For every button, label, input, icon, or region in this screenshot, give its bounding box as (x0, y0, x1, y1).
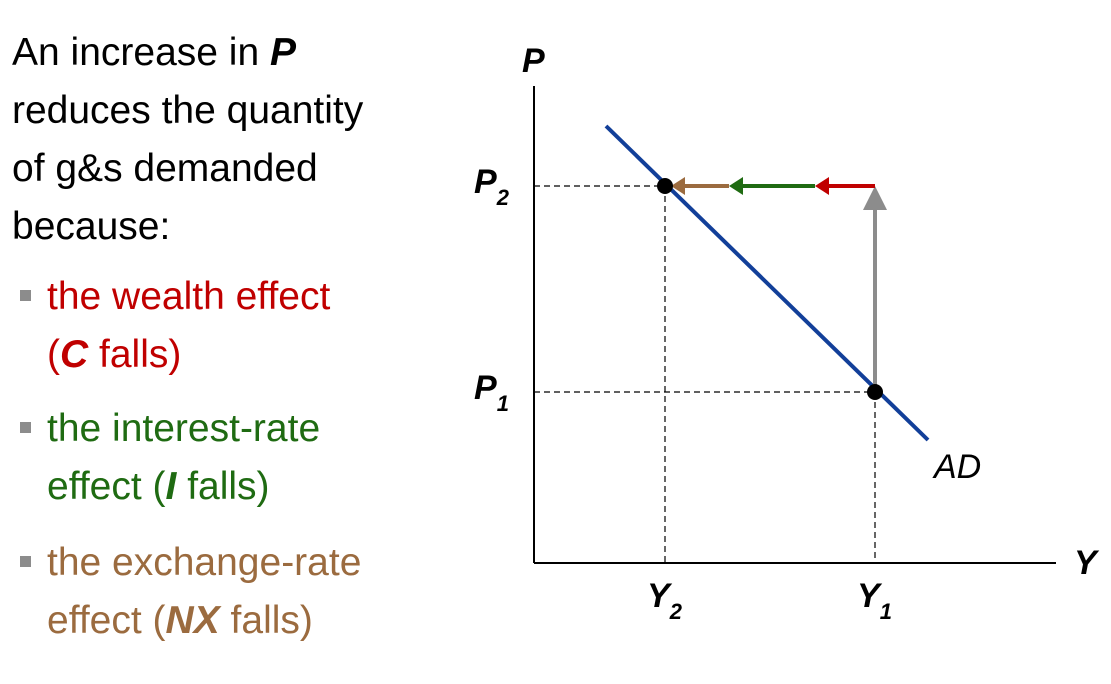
point-y2-p2 (657, 178, 673, 194)
consumption-variable: C (60, 333, 89, 376)
tick-label-y2: Y2 (647, 577, 683, 624)
price-variable: P (269, 31, 296, 74)
intro-line-2: reduces the quantity (12, 89, 364, 132)
bullet-interest-line-2: effect (I falls) (47, 465, 270, 508)
y-axis-label: P (522, 42, 545, 80)
x-axis-label: Y (1074, 544, 1100, 582)
net-exports-variable: NX (165, 599, 220, 642)
bullet-interest-line-1: the interest-rate (47, 407, 321, 450)
interest-rate-effect-arrowhead (729, 177, 743, 195)
point-y1-p1 (867, 384, 883, 400)
exchange-rate-effect-arrowhead (671, 177, 685, 195)
tick-label-p1: P1 (474, 369, 509, 416)
bullet-exchange-line-2: effect (NX falls) (47, 599, 313, 642)
explanation-text: An increase in P reduces the quantity of… (0, 0, 460, 684)
bullet-square-icon (20, 290, 31, 301)
intro-text: An increase in P reduces the quantity of… (12, 24, 363, 256)
bullet-square-icon (20, 422, 31, 433)
bullet-wealth-line-2: (C falls) (47, 333, 182, 376)
bullet-exchange-rate-effect: the exchange-rate effect (NX falls) (20, 534, 470, 650)
bullet-wealth-effect: the wealth effect (C falls) (20, 268, 470, 384)
tick-label-y1: Y1 (857, 577, 892, 624)
intro-line-1: An increase in P (12, 31, 296, 74)
tick-label-p2: P2 (474, 163, 510, 210)
investment-variable: I (165, 465, 177, 508)
bullet-interest-rate-effect: the interest-rate effect (I falls) (20, 400, 470, 516)
intro-line-3: of g&s demanded (12, 147, 318, 190)
bullet-exchange-line-1: the exchange-rate (47, 541, 362, 584)
ad-curve-label: AD (932, 448, 981, 486)
intro-line-4: because: (12, 205, 171, 248)
bullet-square-icon (20, 556, 31, 567)
bullet-wealth-line-1: the wealth effect (47, 275, 331, 318)
wealth-effect-arrowhead (815, 177, 829, 195)
